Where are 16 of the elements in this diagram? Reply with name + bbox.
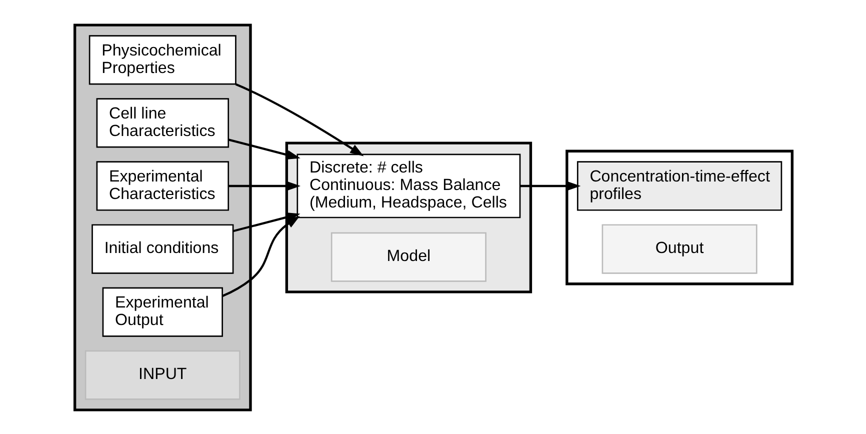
- node-box: Cell line Characteristics: [96, 98, 229, 148]
- cluster: [72, 23, 252, 411]
- arrow: [520, 180, 580, 190]
- arrow: [222, 215, 300, 297]
- node-box: Output: [601, 224, 757, 274]
- node-box: Physicochemical Properties: [88, 34, 236, 84]
- node-box: Discrete: # cells Continuous: Mass Balance (Medium, Headspace, Cells: [296, 153, 520, 218]
- node-box: INPUT: [84, 350, 240, 400]
- node-box: Experimental Output: [102, 286, 222, 336]
- node-box: Initial conditions: [91, 224, 234, 274]
- arrow: [228, 138, 300, 160]
- arrow: [228, 180, 300, 190]
- arrow: [232, 212, 300, 232]
- node-box: Experimental Characteristics: [96, 160, 229, 210]
- node-box: Model: [330, 232, 486, 282]
- node-box: Concentration-time-effect profiles: [576, 160, 782, 210]
